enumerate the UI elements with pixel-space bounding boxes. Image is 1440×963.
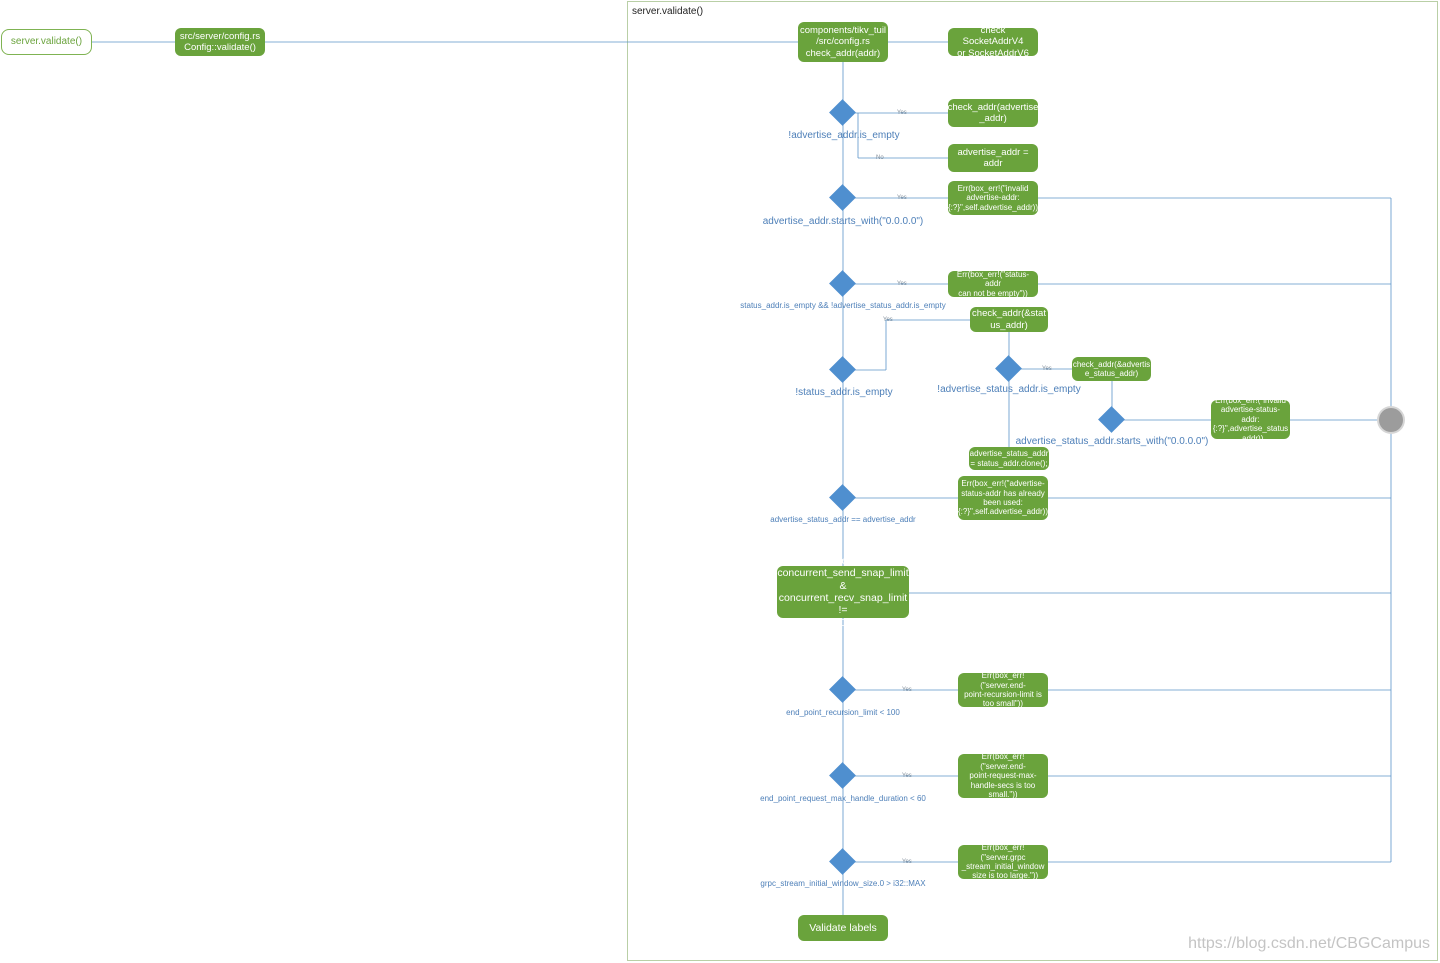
condition-label: !advertise_addr.is_empty [788,130,900,141]
condition-label: grpc_stream_initial_window_size.0 > i32:… [760,879,926,888]
branch-yes-label: Yes [897,110,907,116]
branch-no-label: No [876,155,884,161]
condition-label: !advertise_status_addr.is_empty [937,384,1081,395]
final-node [1379,408,1403,432]
condition-label: advertise_status_addr.starts_with("0.0.0… [1015,436,1209,447]
advertise-status-clone-node: advertise_status_addr = status_addr.clon… [969,447,1049,470]
validate-labels-node: Validate labels [798,915,888,941]
branch-yes-label: Yes [897,281,907,287]
branch-yes-label: Yes [902,687,912,693]
check-socket-node: check SocketAddrV4 or SocketAddrV6 [948,25,1038,59]
branch-yes-label: Yes [902,859,912,865]
err-status-addr-empty-node: Err(box_err!("status-addr can not be emp… [948,270,1038,298]
entry-server-validate: server.validate() [1,29,92,55]
branch-yes-label: Yes [897,195,907,201]
branch-yes-label: Yes [902,773,912,779]
condition-label: end_point_recursion_limit < 100 [786,708,900,717]
check-advertise-status-addr-node: check_addr(&advertis e_status_addr) [1072,357,1151,381]
err-grpc-window-size-node: Err(box_err!("server.grpc _stream_initia… [958,843,1048,880]
server-validate-frame [627,1,1438,961]
err-recursion-limit-node: Err(box_err!("server.end- point-recursio… [958,671,1048,708]
err-invalid-advertise-status-addr-node: Err(box_err!("invalid advertise-status-a… [1211,395,1290,443]
config-validate-node: src/server/config.rs Config::validate() [175,28,265,56]
branch-yes-label: Yes [883,317,893,323]
condition-label: end_point_request_max_handle_duration < … [760,794,926,803]
err-advertise-status-used-node: Err(box_err!("advertise- status-addr has… [958,476,1048,520]
advertise-eq-addr-node: advertise_addr = addr [948,144,1038,172]
watermark: https://blog.csdn.net/CBGCampus [1188,935,1430,952]
condition-label: advertise_status_addr == advertise_addr [770,515,916,524]
check-snap-limit-node: Check concurrent_send_snap_limit & concu… [777,554,909,629]
frame-title: server.validate() [632,6,704,17]
err-invalid-advertise-addr-node: Err(box_err!("invalid advertise-addr: {:… [948,181,1038,215]
branch-yes-label: Yes [1042,366,1052,372]
condition-label: status_addr.is_empty && !advertise_statu… [740,301,946,310]
check-status-addr-node: check_addr(&stat us_addr) [970,307,1048,332]
check-addr-node: components/tikv_tuil /src/config.rs chec… [798,22,888,62]
condition-label: advertise_addr.starts_with("0.0.0.0") [762,216,924,227]
err-max-handle-secs-node: Err(box_err!("server.end- point-request-… [958,752,1048,799]
check-advertise-addr-node: check_addr(advertise _addr) [948,99,1038,127]
condition-label: !status_addr.is_empty [795,387,893,398]
